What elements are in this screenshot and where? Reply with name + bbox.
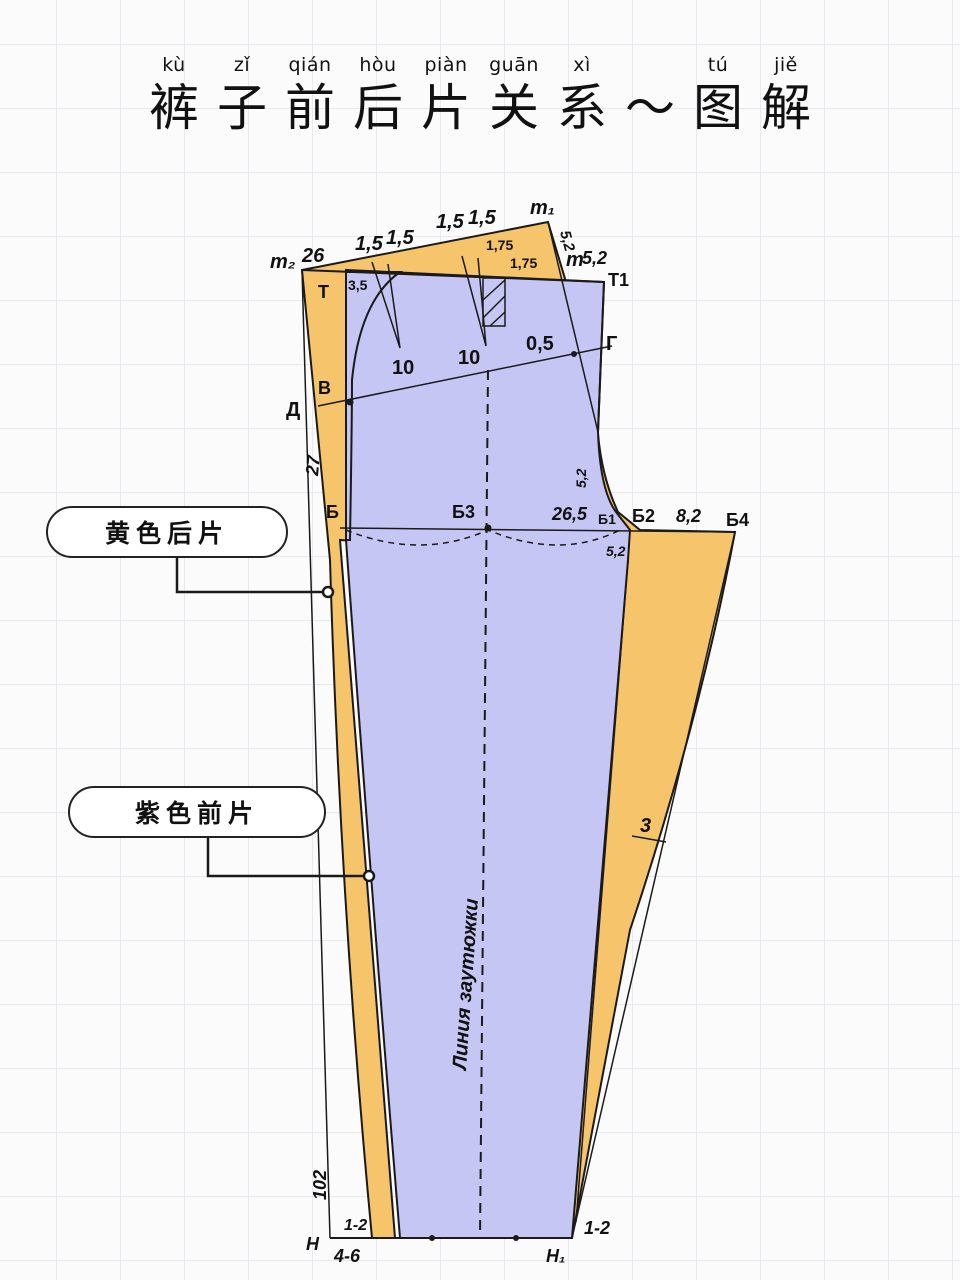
front-piece-shape bbox=[345, 268, 632, 1239]
point-marker bbox=[571, 351, 577, 357]
label-m: m bbox=[566, 249, 584, 271]
front-piece-callout: 紫色前片 bbox=[68, 786, 326, 838]
back-piece-label: 黄色后片 bbox=[104, 519, 229, 548]
label-G: Г bbox=[606, 333, 617, 355]
front-piece-leader-dot bbox=[362, 869, 376, 883]
crotch-line bbox=[339, 527, 736, 533]
front-piece-leader bbox=[206, 838, 369, 878]
label-4-6: 4-6 bbox=[333, 1246, 361, 1266]
label-1-5: 1,5 bbox=[436, 211, 465, 233]
hatch-line bbox=[482, 295, 506, 319]
dart-left bbox=[371, 261, 401, 349]
hatch-line bbox=[482, 279, 506, 301]
label-B1: Б1 bbox=[598, 511, 616, 527]
back-piece-leader-dot bbox=[321, 585, 335, 599]
label-1-2: 1-2 bbox=[344, 1217, 367, 1234]
label-H1: H₁ bbox=[546, 1246, 565, 1266]
leg-ref-line bbox=[575, 559, 629, 1223]
label-27: 27 bbox=[302, 454, 324, 478]
dim-3-line bbox=[631, 835, 667, 843]
dart-middle bbox=[461, 255, 487, 347]
label-10: 10 bbox=[458, 347, 480, 369]
label-5-2: 5,2 bbox=[582, 248, 607, 268]
point-marker bbox=[346, 398, 354, 406]
label-8-2: 8,2 bbox=[676, 506, 701, 526]
dart-hatch bbox=[482, 277, 506, 327]
hip-line bbox=[317, 345, 613, 407]
label-1-2: 1-2 bbox=[584, 1218, 610, 1238]
back-piece-callout: 黄色后片 bbox=[46, 506, 288, 558]
label-0-5: 0,5 bbox=[526, 333, 554, 355]
front-rise-curve bbox=[344, 271, 404, 541]
label-1-75: 1,75 bbox=[486, 237, 513, 253]
label-m1: m₁ bbox=[530, 197, 555, 219]
label-T: T bbox=[318, 282, 329, 302]
side-line-top bbox=[597, 281, 605, 433]
back-piece-leader bbox=[175, 556, 328, 594]
label-1-5: 1,5 bbox=[355, 233, 384, 255]
label-T1: T1 bbox=[608, 270, 629, 290]
point-marker bbox=[484, 524, 492, 532]
label-B4: Б4 bbox=[726, 510, 749, 530]
label-5-2: 5,2 bbox=[556, 229, 578, 254]
hatch-line bbox=[489, 311, 506, 327]
label-3: 3 bbox=[640, 815, 651, 837]
label-B2: Б2 bbox=[632, 506, 655, 526]
label-26: 26 bbox=[301, 245, 325, 267]
label-3-5: 3,5 bbox=[348, 277, 368, 293]
label-B3: Б3 bbox=[452, 502, 475, 522]
waist-line bbox=[301, 269, 605, 283]
label-1-5: 1,5 bbox=[468, 207, 497, 229]
front-piece-label: 紫色前片 bbox=[134, 799, 259, 828]
inner-ref-line bbox=[571, 531, 736, 1239]
label-H: H bbox=[306, 1234, 320, 1254]
label-D: Д bbox=[286, 399, 300, 421]
label-26-5: 26,5 bbox=[551, 504, 588, 524]
label-1-75: 1,75 bbox=[510, 255, 537, 271]
label-B: Б bbox=[326, 502, 339, 522]
label-10: 10 bbox=[392, 357, 414, 379]
point-marker bbox=[513, 1235, 519, 1241]
label-5-2: 5,2 bbox=[573, 468, 589, 488]
crease-line bbox=[479, 369, 489, 1239]
label-m2: m₂ bbox=[270, 251, 296, 273]
title-char: ～ bbox=[625, 79, 675, 137]
label-5-2: 5,2 bbox=[606, 543, 626, 559]
fly-line bbox=[547, 221, 599, 433]
label-1-5: 1,5 bbox=[386, 227, 415, 249]
label-V: B bbox=[318, 378, 331, 398]
point-marker bbox=[429, 1235, 435, 1241]
outer-ref-line bbox=[301, 269, 331, 1239]
label-102: 102 bbox=[310, 1170, 330, 1200]
